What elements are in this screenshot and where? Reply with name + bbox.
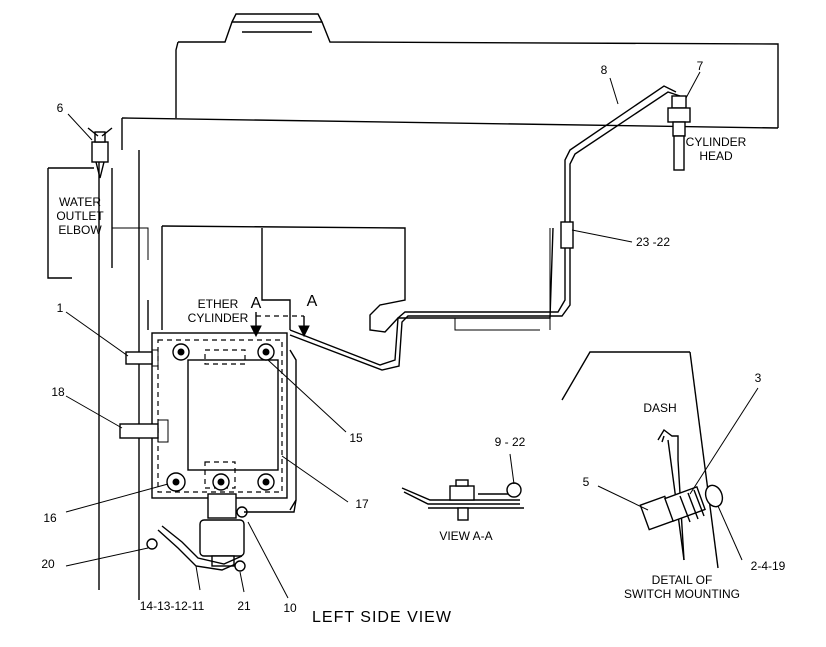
section-a-indicator [250,312,310,338]
label-view-aa: VIEW A-A [439,529,492,543]
callout-16: 16 [43,511,57,525]
callout-9-22: 9 - 22 [495,435,526,449]
label-water-outlet-elbow-2: OUTLET [56,209,104,223]
label-water-outlet-elbow-3: ELBOW [58,223,102,237]
label-cylinder-head-1: CYLINDER [686,135,747,149]
callout-23-22: 23 -22 [636,235,670,249]
callout-18: 18 [51,385,65,399]
label-ether-cylinder-2: CYLINDER [188,311,249,325]
callout-21: 21 [237,599,251,613]
mounting-bracket [151,332,297,511]
engine-outline [47,13,779,600]
part-7-fitting [667,95,691,171]
callout-5: 5 [583,475,590,489]
view-title: LEFT SIDE VIEW [312,609,452,626]
bolts [119,349,169,443]
callout-15: 15 [349,431,363,445]
label-cylinder-head-2: HEAD [699,149,733,163]
label-dash: DASH [643,401,676,415]
callout-1: 1 [57,301,64,315]
callout-numbers: 6 8 7 1 18 16 20 15 17 23 -22 9 - 22 3 5… [41,59,785,615]
callout-6: 6 [57,101,64,115]
callout-8: 8 [601,63,608,77]
ether-tube [289,85,681,371]
part-6-valve [87,127,113,179]
text-labels: WATER OUTLET ELBOW ETHER CYLINDER CYLIND… [56,135,746,626]
callout-7: 7 [697,59,704,73]
label-detail-switch-1: DETAIL OF [652,573,713,587]
label-detail-switch-2: SWITCH MOUNTING [624,587,740,601]
label-water-outlet-elbow-1: WATER [59,195,101,209]
label-section-a-right: A [307,293,318,310]
switch-mounting-detail [561,351,724,569]
label-ether-cylinder-1: ETHER [198,297,239,311]
view-aa-detail [401,479,524,521]
callout-14-13-12-11: 14-13-12-11 [140,599,205,613]
callout-17: 17 [355,497,369,511]
label-section-a-left: A [251,295,262,312]
callout-3: 3 [755,371,762,385]
callout-20: 20 [41,557,55,571]
callout-10: 10 [283,601,297,615]
solenoid-valve [146,493,297,572]
leader-lines [65,71,759,599]
callout-2-4-19: 2-4-19 [751,559,786,573]
